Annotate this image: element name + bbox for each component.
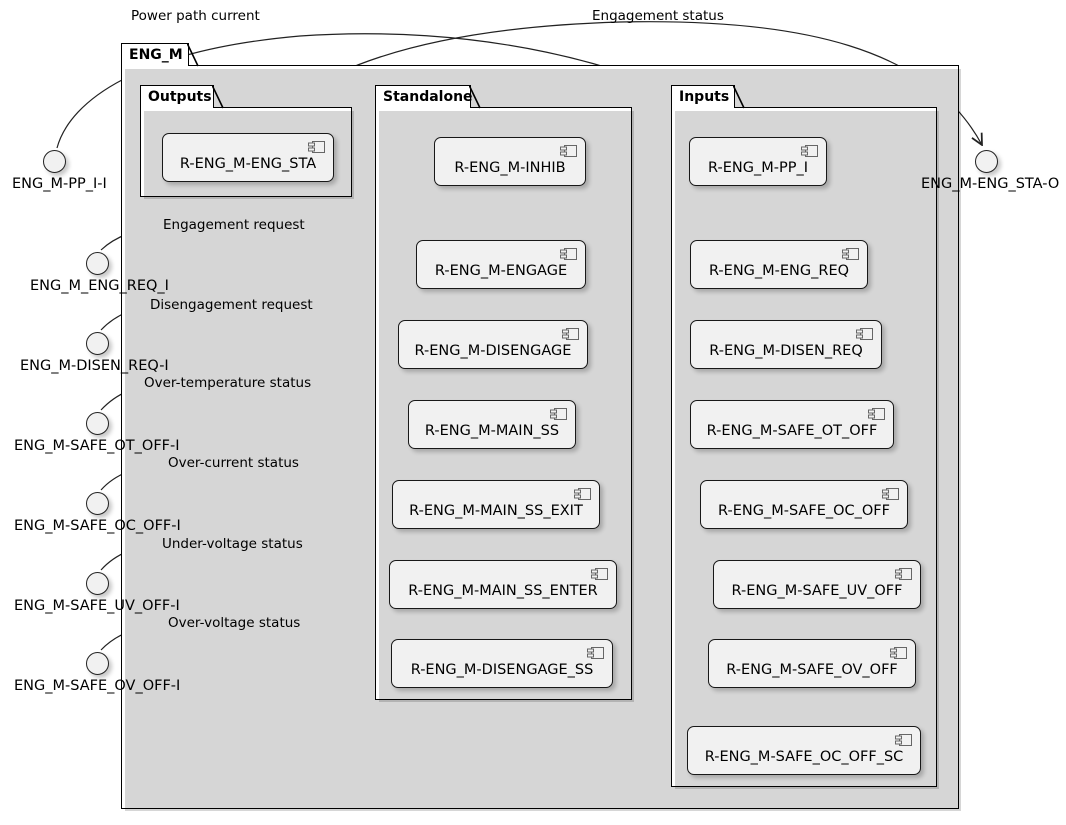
- component-r-eng-m-safe-oc-off[interactable]: R-ENG_M-SAFE_OC_OFF: [700, 480, 908, 529]
- component-r-eng-m-disen-req[interactable]: R-ENG_M-DISEN_REQ: [690, 320, 882, 369]
- component-label: R-ENG_M-DISENGAGE: [414, 343, 572, 359]
- edge-label-over-current-status: Over-current status: [168, 455, 299, 471]
- component-r-eng-m-main-ss[interactable]: R-ENG_M-MAIN_SS: [408, 400, 576, 449]
- edge-label-disengagement-request: Disengagement request: [150, 297, 313, 313]
- port-eng-m-eng-sta-o-label: ENG_M-ENG_STA-O: [921, 176, 1060, 192]
- package-outputs-tab: Outputs: [140, 85, 224, 109]
- port-eng-m-pp-i-i-label: ENG_M-PP_I-I: [12, 176, 107, 192]
- component-r-eng-m-pp-i[interactable]: R-ENG_M-PP_I: [689, 137, 827, 186]
- port-eng-m-safe-ov-off-i[interactable]: [86, 652, 109, 675]
- component-icon: [890, 647, 907, 659]
- component-r-eng-m-safe-oc-off-sc[interactable]: R-ENG_M-SAFE_OC_OFF_SC: [687, 726, 921, 775]
- component-r-eng-m-main-ss-exit[interactable]: R-ENG_M-MAIN_SS_EXIT: [392, 480, 600, 529]
- component-label: R-ENG_M-SAFE_OC_OFF: [718, 503, 890, 519]
- port-eng-m-eng-req-i[interactable]: [86, 252, 109, 275]
- component-icon: [574, 488, 591, 500]
- folder-notch-icon: [212, 85, 224, 109]
- port-eng-m-disen-req-i[interactable]: [86, 332, 109, 355]
- package-standalone-tab: Standalone: [375, 85, 481, 109]
- component-label: R-ENG_M-MAIN_SS_ENTER: [408, 583, 598, 599]
- port-eng-m-safe-oc-off-i-label: ENG_M-SAFE_OC_OFF-I: [14, 518, 181, 534]
- component-icon: [895, 734, 912, 746]
- component-r-eng-m-safe-ov-off[interactable]: R-ENG_M-SAFE_OV_OFF: [708, 639, 916, 688]
- component-icon: [842, 248, 859, 260]
- component-label: R-ENG_M-MAIN_SS_EXIT: [409, 503, 583, 519]
- component-icon: [587, 647, 604, 659]
- component-label: R-ENG_M-PP_I: [708, 160, 808, 176]
- package-outputs-label: Outputs: [148, 89, 212, 105]
- edge-label-engagement-request: Engagement request: [163, 217, 305, 233]
- port-eng-m-safe-ov-off-i-label: ENG_M-SAFE_OV_OFF-I: [14, 678, 181, 694]
- component-r-eng-m-disengage[interactable]: R-ENG_M-DISENGAGE: [398, 320, 588, 369]
- component-label: R-ENG_M-DISEN_REQ: [709, 343, 863, 359]
- component-label: R-ENG_M-SAFE_OV_OFF: [726, 662, 898, 678]
- edge-label-under-voltage-status: Under-voltage status: [162, 536, 303, 552]
- component-icon: [560, 248, 577, 260]
- component-icon: [308, 141, 325, 153]
- component-r-eng-m-eng-req[interactable]: R-ENG_M-ENG_REQ: [690, 240, 868, 289]
- package-standalone-label: Standalone: [383, 89, 473, 105]
- port-eng-m-eng-req-i-label: ENG_M_ENG_REQ_I: [30, 278, 169, 294]
- edge-label-power-path-current: Power path current: [131, 8, 260, 24]
- component-icon: [801, 145, 818, 157]
- component-r-eng-m-eng-sta[interactable]: R-ENG_M-ENG_STA: [162, 133, 334, 182]
- component-label: R-ENG_M-MAIN_SS: [424, 423, 560, 439]
- port-eng-m-safe-ot-off-i-label: ENG_M-SAFE_OT_OFF-I: [14, 438, 180, 454]
- package-eng-m-label: ENG_M: [129, 47, 183, 63]
- port-eng-m-disen-req-i-label: ENG_M-DISEN_REQ-I: [20, 358, 169, 374]
- component-label: R-ENG_M-SAFE_OT_OFF: [706, 423, 878, 439]
- component-r-eng-m-safe-uv-off[interactable]: R-ENG_M-SAFE_UV_OFF: [713, 560, 921, 609]
- port-eng-m-safe-oc-off-i[interactable]: [86, 492, 109, 515]
- component-label: R-ENG_M-DISENGAGE_SS: [410, 662, 594, 678]
- folder-notch-icon: [469, 85, 481, 109]
- edge-label-engagement-status: Engagement status: [592, 8, 724, 24]
- component-r-eng-m-engage[interactable]: R-ENG_M-ENGAGE: [416, 240, 586, 289]
- port-eng-m-safe-uv-off-i-label: ENG_M-SAFE_UV_OFF-I: [14, 598, 180, 614]
- folder-notch-icon: [733, 85, 745, 109]
- component-label: R-ENG_M-ENG_REQ: [708, 263, 850, 279]
- component-label: R-ENG_M-ENG_STA: [179, 156, 317, 172]
- component-label: R-ENG_M-ENGAGE: [434, 263, 568, 279]
- component-icon: [856, 328, 873, 340]
- edge-label-over-voltage-status: Over-voltage status: [168, 615, 301, 631]
- port-eng-m-pp-i-i[interactable]: [43, 150, 66, 173]
- component-icon: [868, 408, 885, 420]
- component-icon: [591, 568, 608, 580]
- edge-label-over-temperature-status: Over-temperature status: [144, 375, 312, 391]
- component-r-eng-m-main-ss-enter[interactable]: R-ENG_M-MAIN_SS_ENTER: [389, 560, 617, 609]
- component-r-eng-m-inhib[interactable]: R-ENG_M-INHIB: [434, 137, 586, 186]
- component-icon: [562, 328, 579, 340]
- component-r-eng-m-disengage-ss[interactable]: R-ENG_M-DISENGAGE_SS: [391, 639, 613, 688]
- component-label: R-ENG_M-SAFE_OC_OFF_SC: [704, 749, 904, 765]
- folder-notch-icon: [187, 43, 199, 67]
- component-label: R-ENG_M-SAFE_UV_OFF: [731, 583, 903, 599]
- component-icon: [560, 145, 577, 157]
- package-inputs-label: Inputs: [679, 89, 730, 105]
- package-eng-m-tab: ENG_M: [121, 43, 199, 67]
- port-eng-m-safe-uv-off-i[interactable]: [86, 572, 109, 595]
- package-inputs-tab: Inputs: [671, 85, 745, 109]
- component-icon: [895, 568, 912, 580]
- port-eng-m-eng-sta-o[interactable]: [975, 150, 998, 173]
- component-label: R-ENG_M-INHIB: [454, 160, 566, 176]
- component-icon: [882, 488, 899, 500]
- component-r-eng-m-safe-ot-off[interactable]: R-ENG_M-SAFE_OT_OFF: [690, 400, 894, 449]
- component-icon: [550, 408, 567, 420]
- port-eng-m-safe-ot-off-i[interactable]: [86, 412, 109, 435]
